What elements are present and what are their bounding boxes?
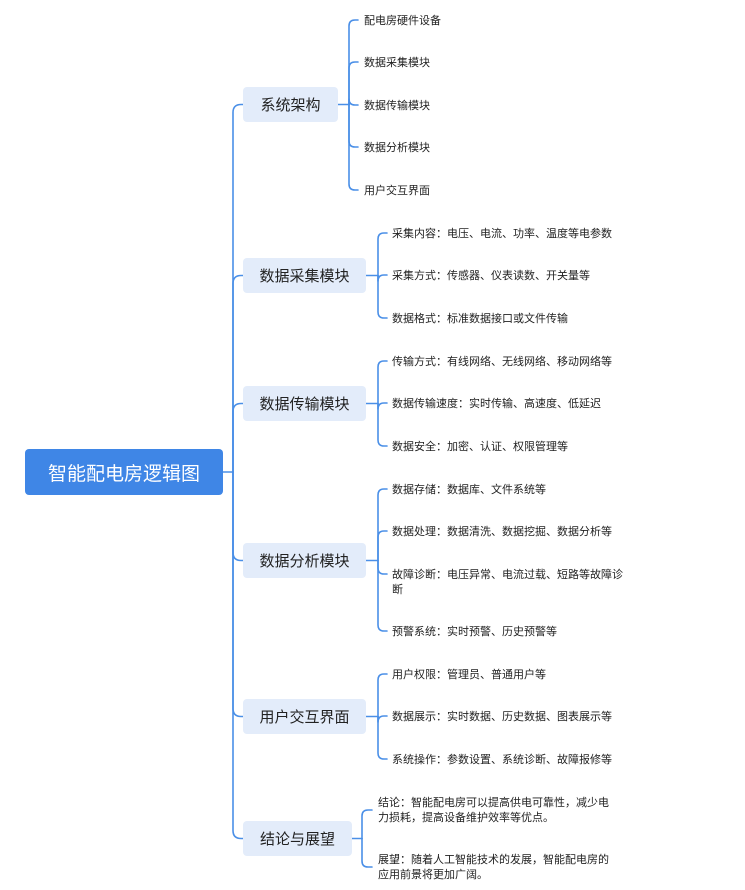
leaf-acquisition-module[interactable]: 数据采集模块	[364, 56, 430, 69]
leaf-trans-speed[interactable]: 数据传输速度：实时传输、高速度、低延迟	[392, 397, 601, 410]
branch-data-analysis[interactable]: 数据分析模块	[243, 543, 366, 578]
connector-17	[377, 488, 388, 562]
connector-18	[377, 530, 388, 562]
connector-12	[377, 274, 388, 282]
leaf-analysis-warning[interactable]: 预警系统：实时预警、历史预警等	[392, 625, 557, 638]
leaf-analysis-processing[interactable]: 数据处理：数据清洗、数据挖掘、数据分析等	[392, 525, 612, 538]
connector-9	[348, 103, 359, 148]
branch-conclusion-outlook[interactable]: 结论与展望	[243, 821, 352, 856]
leaf-acq-method[interactable]: 采集方式：传感器、仪表读数、开关量等	[392, 269, 590, 282]
root-node[interactable]: 智能配电房逻辑图	[25, 449, 223, 495]
branch-data-acquisition[interactable]: 数据采集模块	[243, 258, 366, 293]
connector-7	[348, 61, 359, 106]
connector-8	[348, 98, 359, 106]
connector-4	[232, 471, 244, 718]
connector-5	[232, 471, 244, 840]
connector-10	[348, 103, 359, 191]
connector-22	[377, 715, 388, 723]
connector-6	[348, 19, 359, 106]
connector-11	[377, 232, 388, 277]
leaf-transmission-module[interactable]: 数据传输模块	[364, 99, 430, 112]
leaf-ui-display[interactable]: 数据展示：实时数据、历史数据、图表展示等	[392, 710, 612, 723]
leaf-analysis-diagnosis[interactable]: 故障诊断：电压异常、电流过载、短路等故障诊断	[392, 568, 623, 596]
leaf-conclusion[interactable]: 结论：智能配电房可以提高供电可靠性，减少电力损耗，提高设备维护效率等优点。	[378, 796, 609, 824]
connector-21	[377, 673, 388, 718]
leaf-trans-security[interactable]: 数据安全：加密、认证、权限管理等	[392, 440, 568, 453]
leaf-analysis-storage[interactable]: 数据存储：数据库、文件系统等	[392, 483, 546, 496]
leaf-trans-method[interactable]: 传输方式：有线网络、无线网络、移动网络等	[392, 355, 612, 368]
connector-19	[377, 559, 388, 575]
branch-user-interface[interactable]: 用户交互界面	[243, 699, 366, 734]
leaf-acq-content[interactable]: 采集内容：电压、电流、功率、温度等电参数	[392, 227, 612, 240]
connector-24	[361, 809, 373, 840]
leaf-ui-operation[interactable]: 系统操作：参数设置、系统诊断、故障报修等	[392, 753, 612, 766]
leaf-ui-permission[interactable]: 用户权限：管理员、普通用户等	[392, 668, 546, 681]
leaf-analysis-module[interactable]: 数据分析模块	[364, 141, 430, 154]
connector-23	[377, 715, 388, 760]
connector-16	[377, 402, 388, 447]
connector-20	[377, 559, 388, 632]
branch-data-transmission[interactable]: 数据传输模块	[243, 386, 366, 421]
leaf-outlook[interactable]: 展望：随着人工智能技术的发展，智能配电房的应用前景将更加广阔。	[378, 853, 609, 881]
connector-2	[232, 402, 244, 473]
connector-13	[377, 274, 388, 319]
leaf-acq-format[interactable]: 数据格式：标准数据接口或文件传输	[392, 312, 568, 325]
connector-3	[232, 471, 244, 562]
connector-25	[361, 837, 373, 868]
connector-1	[232, 274, 244, 473]
connector-0	[232, 103, 244, 473]
leaf-ui-module[interactable]: 用户交互界面	[364, 184, 430, 197]
branch-system-architecture[interactable]: 系统架构	[243, 87, 338, 122]
leaf-hardware[interactable]: 配电房硬件设备	[364, 14, 441, 27]
connector-15	[377, 402, 388, 410]
connector-14	[377, 360, 388, 405]
